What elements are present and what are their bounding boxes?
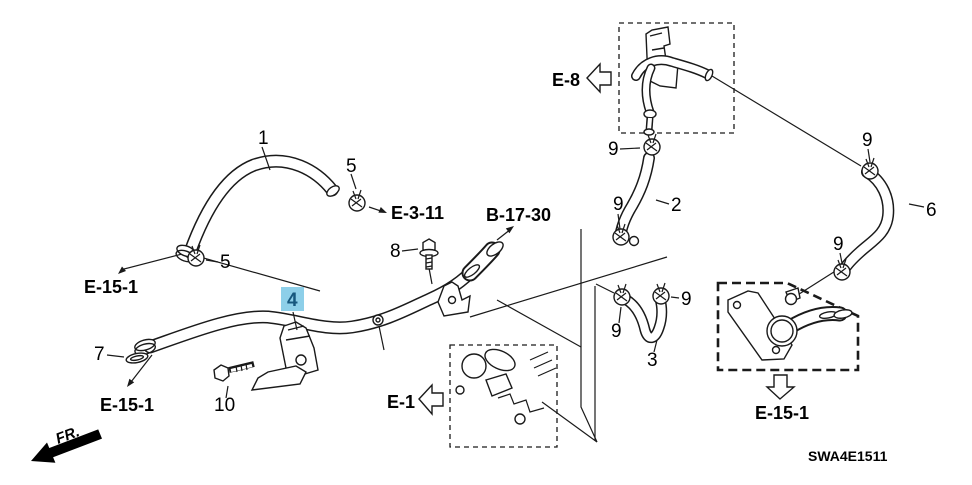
- front-arrow-icon: [31, 429, 102, 463]
- callout-1[interactable]: 1: [258, 128, 269, 149]
- ref-label-e8[interactable]: E-8: [552, 70, 580, 90]
- bolt-8-drawing: [419, 238, 439, 270]
- callout-7[interactable]: 7: [94, 344, 105, 365]
- ref-label-e1[interactable]: E-1: [387, 392, 415, 412]
- callout-leader-lines: [106, 146, 925, 399]
- e15-1-direction-arrow: [765, 374, 796, 400]
- water-hose-3-drawing: [625, 299, 662, 338]
- ref-label-e15-1-top[interactable]: E-15-1: [84, 277, 138, 297]
- e8-direction-arrow: [586, 62, 612, 94]
- clamp-9c-icon: [613, 283, 631, 306]
- callout-4-highlighted[interactable]: 4: [281, 287, 304, 311]
- clamp-5-right-icon: [348, 189, 366, 212]
- callout-6[interactable]: 6: [926, 200, 937, 221]
- callout-9b[interactable]: 9: [613, 194, 624, 215]
- e8-dashed-box: [618, 22, 735, 134]
- water-hose-2-drawing: [620, 158, 649, 247]
- front-direction-marker: FR.: [31, 423, 102, 463]
- bolt-10-drawing: [213, 361, 255, 382]
- clamp-9d-icon: [652, 282, 670, 305]
- diagram-code: SWA4E1511: [808, 448, 888, 464]
- e1-dashed-box: [449, 344, 558, 448]
- callout-9f[interactable]: 9: [833, 234, 844, 255]
- e8-joint-assembly-drawing: [636, 26, 714, 136]
- callout-10[interactable]: 10: [214, 395, 235, 416]
- callout-9d[interactable]: 9: [681, 289, 692, 310]
- ref-label-e3-11[interactable]: E-3-11: [391, 203, 444, 223]
- callout-9a[interactable]: 9: [608, 139, 619, 160]
- callout-4-highlight-box: [281, 287, 304, 311]
- callout-9c[interactable]: 9: [611, 321, 622, 342]
- clamp-9a-icon: [643, 133, 661, 156]
- callout-3[interactable]: 3: [647, 350, 658, 371]
- ref-label-e15-1-bottom[interactable]: E-15-1: [100, 395, 154, 415]
- assembly-leader-lines: [123, 75, 862, 443]
- callout-2[interactable]: 2: [671, 195, 682, 216]
- ref-label-e15-1-right[interactable]: E-15-1: [755, 403, 809, 423]
- callout-4: 4: [287, 290, 298, 311]
- water-pipe-4-drawing: [134, 241, 504, 391]
- e15-1-dashed-box: [716, 281, 860, 372]
- callout-5-left[interactable]: 5: [220, 252, 231, 273]
- e1-direction-arrow: [418, 383, 444, 416]
- gasket-7-drawing: [125, 352, 149, 364]
- reference-arrows: [118, 62, 796, 416]
- callout-5-right[interactable]: 5: [346, 156, 357, 177]
- water-passage-drawing: [727, 287, 853, 361]
- water-hose-6-drawing: [843, 172, 888, 271]
- ref-label-b17-30[interactable]: B-17-30: [486, 205, 551, 225]
- callout-8[interactable]: 8: [390, 241, 401, 262]
- e1-assembly-drawing: [455, 348, 557, 425]
- callout-9e[interactable]: 9: [862, 130, 873, 151]
